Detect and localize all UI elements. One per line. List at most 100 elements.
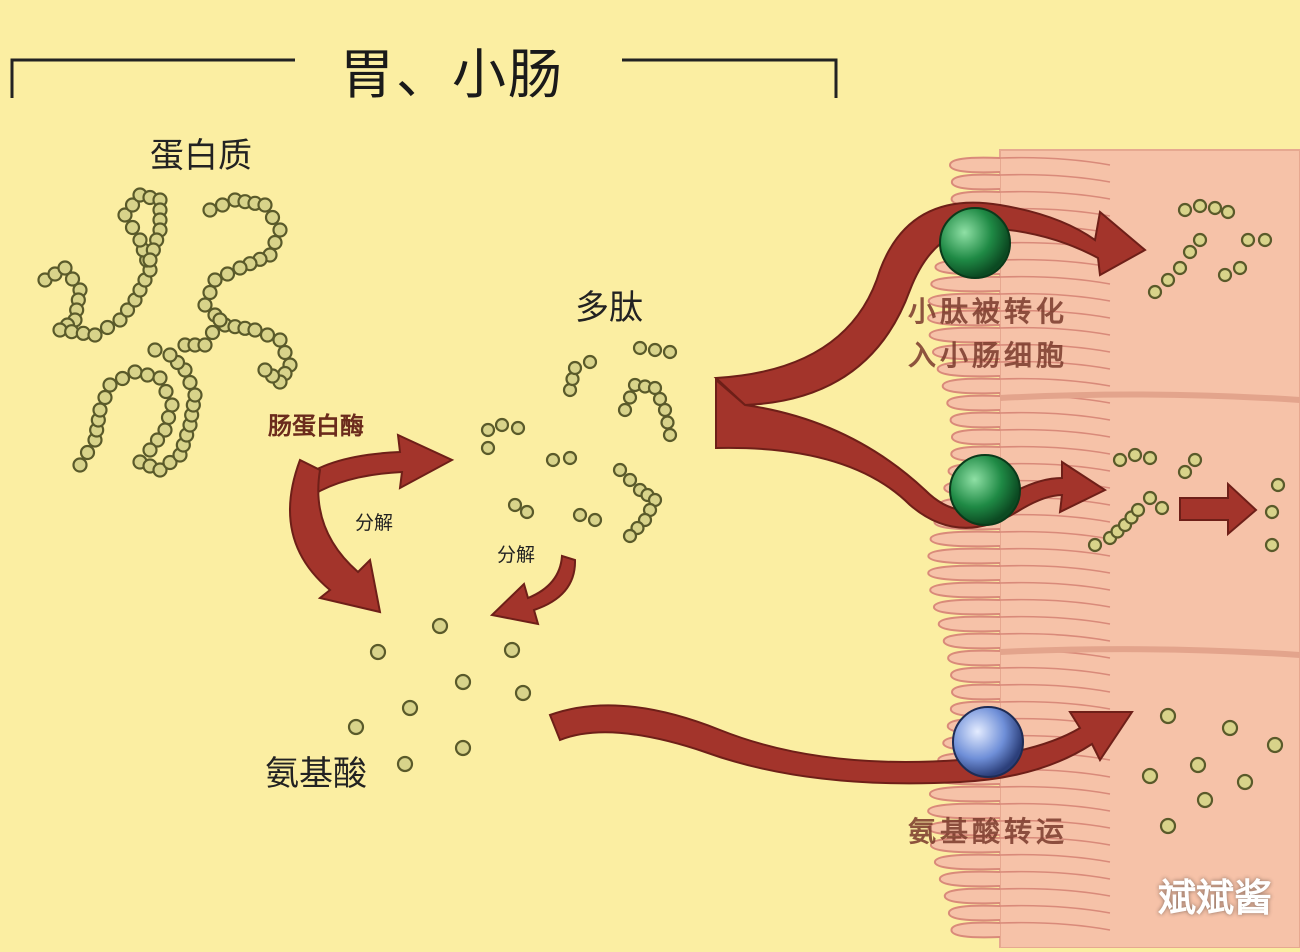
label-small-peptide-line2: 入小肠细胞 [908,339,1069,372]
villus-inner [999,666,1111,676]
protein-bead [119,302,136,318]
absorbed-peptide-bead [1177,464,1193,480]
villus-inner [999,564,1111,574]
villus [948,156,1001,174]
villus [927,564,1001,582]
villus-inner [999,190,1111,200]
villus [950,173,1001,191]
villus-inner [999,173,1111,183]
amino-acid-dot [347,718,365,736]
peptide-bead [612,462,628,478]
amino-acid-dot [431,617,449,635]
absorbed-amino-dot [1159,707,1177,725]
protein-bead [124,219,141,236]
villus-inner [999,445,1111,455]
amino-acid-dot [503,641,521,659]
absorbed-peptide-bead [1112,452,1128,468]
villus [947,904,1001,922]
amino-acid-dots [347,617,532,773]
green-transporter-icon [949,454,1021,526]
green-transporter-icon [939,207,1011,279]
absorbed-peptide-bead [1182,244,1198,260]
protein-bead [112,312,128,328]
absorbed-amino-dot [1264,504,1280,520]
protein-bead [149,432,166,448]
protein-bead [158,383,174,400]
peptide-bead [567,360,583,376]
peptide-bead [622,390,638,405]
arrow-protein-decompose [289,458,382,614]
amino-acid-dot [396,755,414,773]
peptide-bead [480,440,496,456]
absorbed-peptide-bead [1142,490,1158,506]
protein-bead [117,207,133,223]
villus-inner [999,309,1111,319]
villus-inner [999,853,1111,863]
villus-inner [999,530,1111,540]
protein-bead [147,342,163,358]
peptide-bead [562,450,578,466]
protein-bead [267,234,283,251]
villus [936,360,1001,378]
absorbed-amino-dot [1270,477,1286,493]
protein-bead [79,444,96,461]
villus [933,853,1001,871]
protein-bead [232,260,248,276]
protein-bead [257,197,273,213]
protein-bead [64,271,81,287]
absorbed-amino-dot [1189,756,1207,774]
villus-inner [999,887,1111,897]
absorbed-peptide-bead [1217,267,1233,283]
villus-inner [999,700,1111,710]
protein-bead [204,324,221,341]
arrow-fork-upper [713,201,1147,407]
villus-inner [999,683,1111,693]
peptide-bead [622,472,638,488]
protein-bead [187,387,203,403]
absorbed-peptide-bead [1147,284,1163,300]
villus-inner [999,581,1111,591]
villus-inner [999,615,1111,625]
absorbed-peptide-bead [1142,450,1158,466]
label-decompose-2: 分解 [497,544,536,566]
protein-bead [142,442,158,458]
cell-boundary-2 [999,646,1300,658]
label-protein: 蛋白质 [150,136,252,176]
protein-bead [160,409,177,426]
peptide-bead [632,340,648,356]
label-enzyme: 肠蛋白酶 [268,412,364,440]
protein-bead [272,332,288,348]
villus-inner [999,547,1111,557]
watermark: 斌斌酱 [1157,876,1272,920]
protein-bead [132,232,148,248]
protein-bead [197,337,213,353]
villus-inner [999,326,1111,336]
villus [943,887,1001,905]
peptide-bead [582,354,598,370]
absorbed-peptide-bead [1207,200,1223,216]
protein-bead [114,370,131,387]
peptide-bead [507,497,523,513]
absorbed-amino-dot [1236,773,1254,791]
protein-bead [152,462,168,478]
absorbed-amino-dot [1196,791,1214,809]
protein-bead [257,362,273,378]
villus [927,309,1001,327]
absorbed-peptide-bead [1220,204,1236,220]
villus [927,819,1001,837]
cell-contents [1087,198,1286,835]
protein-bead [247,322,263,338]
peptide-bead [662,344,678,360]
villus [950,683,1001,701]
protein-bead [202,284,218,301]
villus-inner [999,343,1111,353]
page-title: 胃、小肠 [340,43,564,106]
villus [941,377,1001,395]
protein-bead [97,389,113,406]
peptide-bead [587,512,603,528]
absorbed-amino-dot [1264,537,1280,553]
protein-bead [127,364,143,380]
villus [928,326,1001,344]
absorbed-peptide-bead [1187,452,1203,468]
